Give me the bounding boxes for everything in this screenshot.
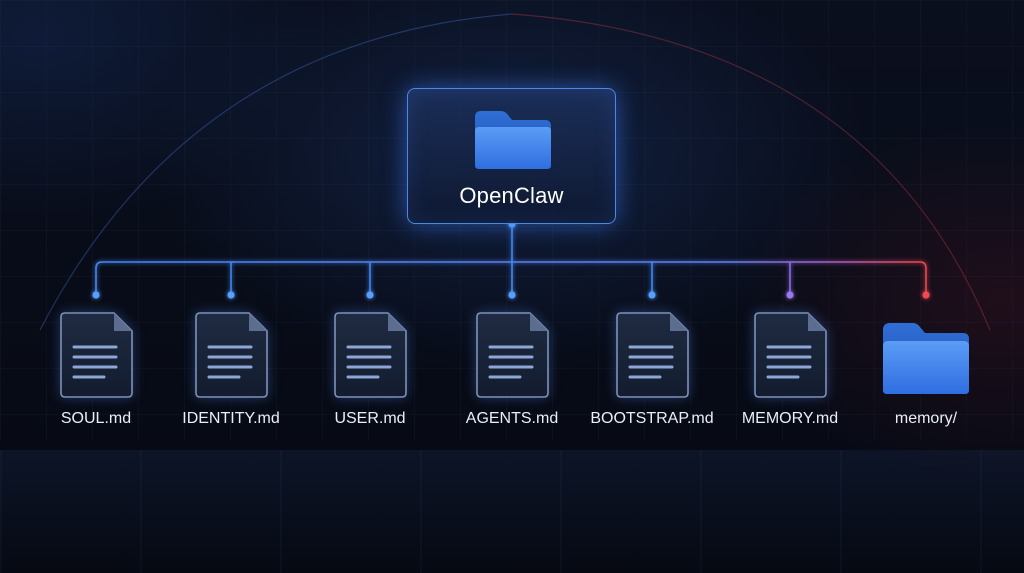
connector-dot-agents: [508, 291, 516, 299]
branch-bar: [95, 261, 927, 295]
file-label: MEMORY.md: [741, 410, 839, 427]
root-folder-node[interactable]: OpenClaw: [407, 88, 616, 224]
document-icon: [754, 312, 827, 398]
document-icon: [334, 312, 407, 398]
file-node-memory-md[interactable]: MEMORY.md: [715, 308, 865, 438]
file-label: IDENTITY.md: [182, 410, 280, 427]
document-icon: [476, 312, 549, 398]
document-icon: [616, 312, 689, 398]
file-node-soul[interactable]: SOUL.md: [21, 308, 171, 438]
file-label: SOUL.md: [60, 410, 132, 427]
connector-dot-memory-dir: [922, 291, 930, 299]
file-node-agents[interactable]: AGENTS.md: [437, 308, 587, 438]
reflective-floor: [0, 450, 1024, 573]
connector-dot-identity: [227, 291, 235, 299]
file-label: BOOTSTRAP.md: [590, 410, 714, 427]
background-arc-left: [39, 13, 513, 331]
file-label: AGENTS.md: [465, 410, 559, 427]
connector-dot-bootstrap: [648, 291, 656, 299]
file-node-identity[interactable]: IDENTITY.md: [156, 308, 306, 438]
document-icon: [60, 312, 133, 398]
connector-dot-memory-md: [786, 291, 794, 299]
file-node-user[interactable]: USER.md: [295, 308, 445, 438]
folder-icon: [475, 111, 551, 169]
folder-icon: [883, 323, 969, 394]
connector-dot-user: [366, 291, 374, 299]
document-icon: [195, 312, 268, 398]
folder-node-memory[interactable]: memory/: [851, 308, 1001, 438]
file-node-bootstrap[interactable]: BOOTSTRAP.md: [577, 308, 727, 438]
file-label: USER.md: [334, 410, 406, 427]
background-arc-right: [511, 13, 991, 331]
folder-label: memory/: [894, 410, 958, 427]
root-folder-label: OpenClaw: [459, 183, 564, 208]
connector-dot-soul: [92, 291, 100, 299]
